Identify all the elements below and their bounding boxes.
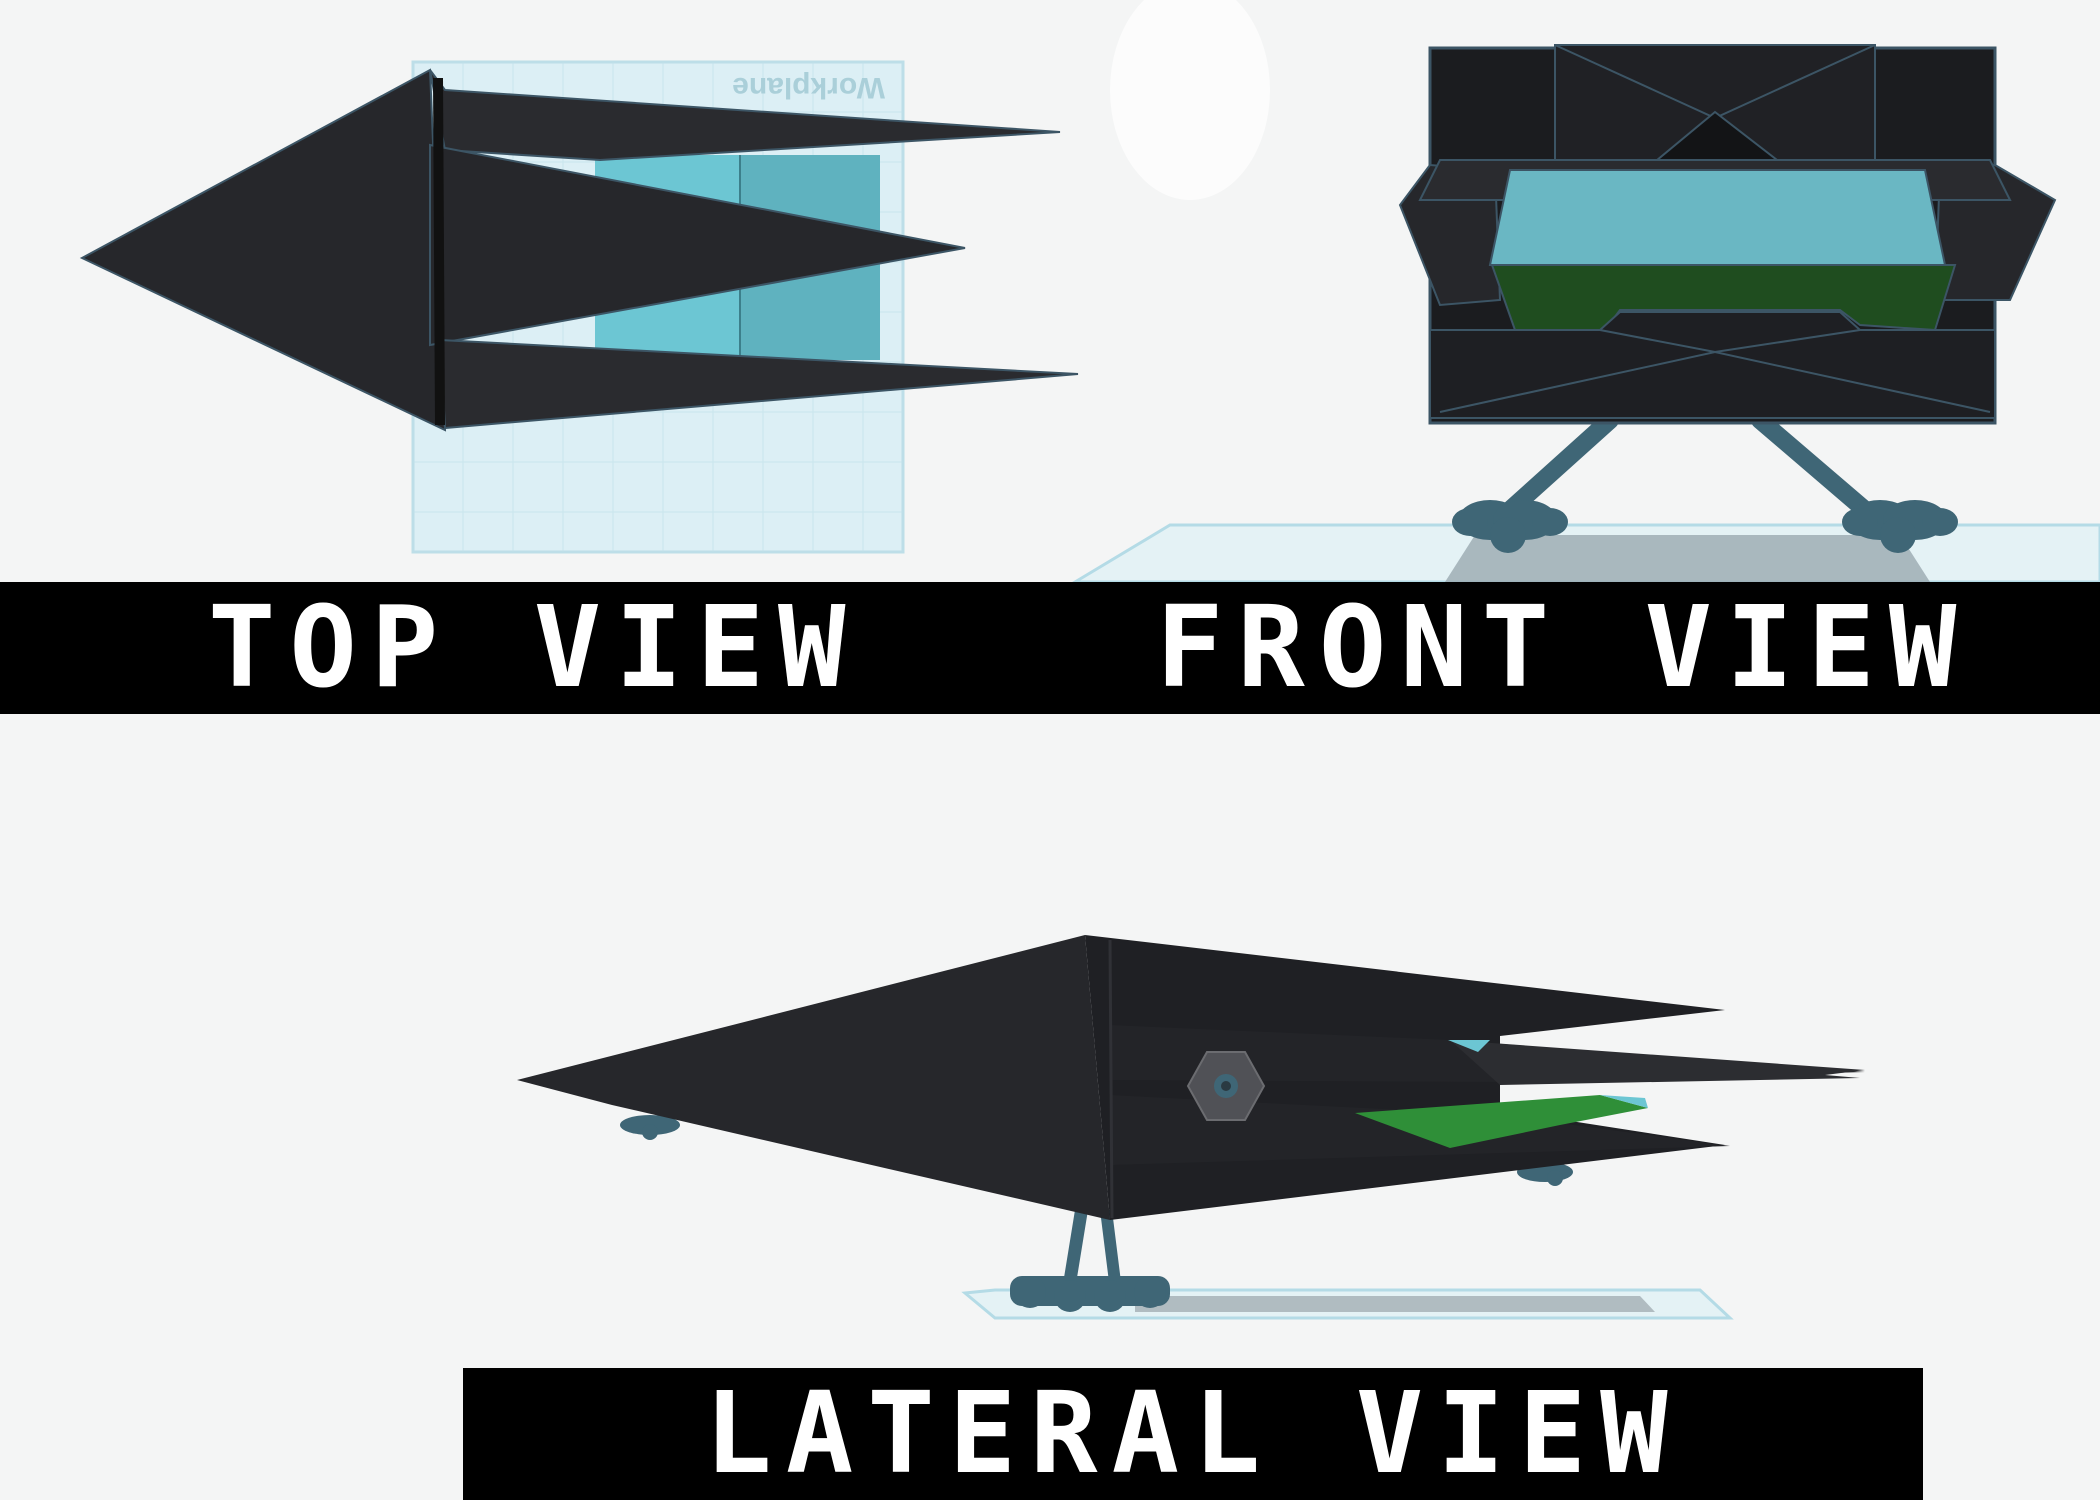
front-view-label: FRONT VIEW	[1156, 583, 1971, 713]
light-glare	[1110, 0, 1270, 200]
lateral-green-panel	[1355, 1095, 1648, 1148]
top-label-banner: TOP VIEW FRONT VIEW	[0, 582, 2100, 714]
top-view-label: TOP VIEW	[208, 583, 860, 713]
front-view-model	[1069, 44, 2100, 584]
top-spike-middle	[429, 143, 966, 347]
front-cockpit	[1488, 169, 1947, 266]
top-view-model: Workplane	[79, 60, 1079, 554]
lateral-hull	[517, 935, 1110, 1220]
front-foot-left	[1452, 500, 1568, 553]
front-foot-right	[1842, 500, 1958, 553]
top-nose	[79, 68, 447, 432]
lateral-view-label: LATERAL VIEW	[704, 1369, 1682, 1499]
lateral-feet	[1010, 1276, 1170, 1312]
lateral-label-banner: LATERAL VIEW	[463, 1368, 1923, 1500]
workplane-label: Workplane	[732, 71, 885, 104]
lateral-view-model	[517, 935, 1865, 1320]
